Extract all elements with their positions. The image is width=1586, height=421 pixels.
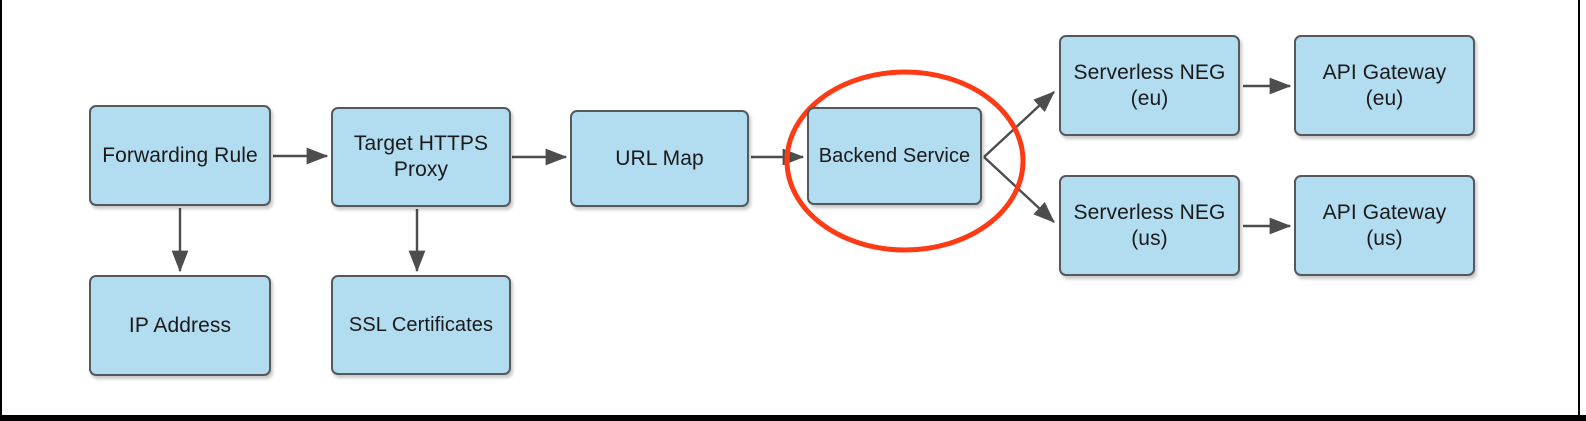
- node-url-map[interactable]: URL Map: [570, 110, 749, 207]
- frame-border-right: [1578, 0, 1580, 421]
- node-target-https-proxy[interactable]: Target HTTPS Proxy: [331, 107, 511, 207]
- node-serverless-neg-us[interactable]: Serverless NEG (us): [1059, 175, 1240, 276]
- node-forwarding-rule[interactable]: Forwarding Rule: [89, 105, 271, 206]
- edge-backend-to-neg-us-upper: [983, 91, 1055, 158]
- node-api-gateway-eu[interactable]: API Gateway (eu): [1294, 35, 1475, 136]
- node-ssl-certificates[interactable]: SSL Certificates: [331, 275, 511, 375]
- frame-border-left: [0, 0, 2, 421]
- node-serverless-neg-eu[interactable]: Serverless NEG (eu): [1059, 35, 1240, 136]
- node-backend-service[interactable]: Backend Service: [807, 107, 982, 205]
- node-ip-address[interactable]: IP Address: [89, 275, 271, 376]
- frame-border-bottom: [0, 415, 1586, 421]
- edge-backend-to-neg-us-lower: [983, 156, 1055, 223]
- node-api-gateway-us[interactable]: API Gateway (us): [1294, 175, 1475, 276]
